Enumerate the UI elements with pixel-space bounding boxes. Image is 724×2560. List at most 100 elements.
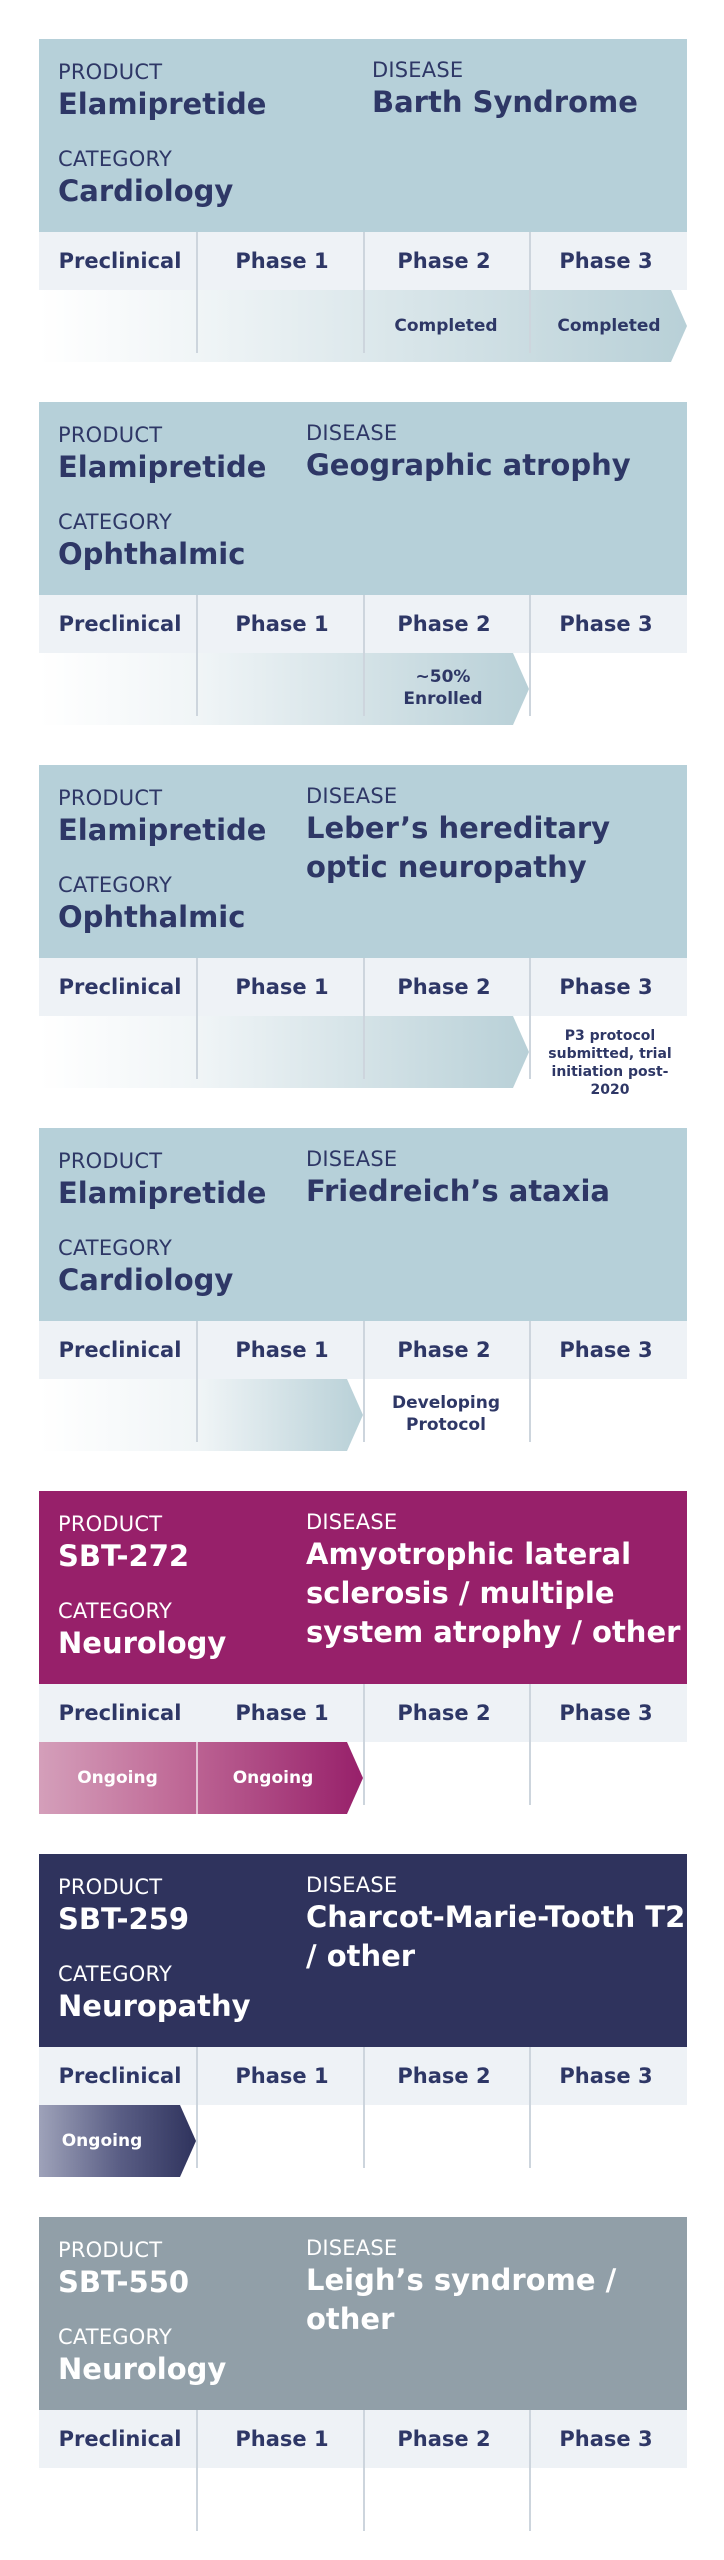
disease-label: DISEASE — [306, 1510, 398, 1534]
phase-label-phase-1: Phase 1 — [235, 2064, 329, 2088]
phase-divider — [529, 958, 531, 1079]
phase-divider — [363, 2410, 365, 2531]
status-phase-3-note: P3 protocol submitted, trial initiation … — [548, 1028, 672, 1098]
category-name: Neuropathy — [58, 1989, 251, 2023]
category-label: CATEGORY — [58, 1236, 172, 1260]
product-label: PRODUCT — [58, 60, 163, 84]
disease-name: Leber’s hereditary optic neuropathy — [306, 811, 611, 884]
category-name: Cardiology — [58, 1263, 234, 1297]
program-card-sbt-259: PRODUCT SBT-259 CATEGORY Neuropathy DISE… — [39, 1854, 687, 2168]
phase-divider — [529, 1684, 531, 1805]
program-header: PRODUCT SBT-550 CATEGORY Neurology DISEA… — [39, 2217, 687, 2410]
product-name: SBT-550 — [58, 2265, 190, 2299]
phase-divider — [529, 595, 531, 716]
phase-label-preclinical: Preclinical — [58, 612, 182, 636]
phase-label-phase-2: Phase 2 — [397, 2427, 491, 2451]
product-label: PRODUCT — [58, 786, 163, 810]
phase-label-preclinical: Preclinical — [58, 249, 182, 273]
program-card-friedreichs-ataxia: PRODUCT Elamipretide CATEGORY Cardiology… — [39, 1128, 687, 1442]
product-label: PRODUCT — [58, 1875, 163, 1899]
product-label: PRODUCT — [58, 423, 163, 447]
category-label: CATEGORY — [58, 147, 172, 171]
phase-label-preclinical: Preclinical — [58, 975, 182, 999]
phase-label-phase-1: Phase 1 — [235, 612, 329, 636]
category-label: CATEGORY — [58, 1599, 172, 1623]
disease-name: Amyotrophic lateral sclerosis / multiple… — [306, 1537, 681, 1649]
status-preclinical: Ongoing — [77, 1768, 158, 1788]
category-name: Neurology — [58, 2352, 227, 2386]
product-name: SBT-259 — [58, 1902, 190, 1936]
phase-divider — [529, 2410, 531, 2531]
phase-label-preclinical: Preclinical — [58, 1701, 182, 1725]
phase-label-phase-1: Phase 1 — [235, 2427, 329, 2451]
phase-label-phase-3: Phase 3 — [559, 2064, 653, 2088]
program-card-barth-syndrome: PRODUCT Elamipretide CATEGORY Cardiology… — [39, 39, 687, 353]
progress-bar — [39, 1016, 529, 1088]
program-header: PRODUCT SBT-259 CATEGORY Neuropathy DISE… — [39, 1854, 687, 2047]
category-label: CATEGORY — [58, 2325, 172, 2349]
progress-bar — [39, 653, 529, 725]
phase-label-phase-1: Phase 1 — [235, 1701, 329, 1725]
phase-divider — [529, 1321, 531, 1442]
status-phase-3: Completed — [557, 316, 661, 336]
category-name: Cardiology — [58, 174, 234, 208]
category-label: CATEGORY — [58, 510, 172, 534]
disease-label: DISEASE — [306, 1873, 398, 1897]
category-label: CATEGORY — [58, 873, 172, 897]
disease-label: DISEASE — [306, 421, 398, 445]
program-header: PRODUCT Elamipretide CATEGORY Cardiology… — [39, 1128, 687, 1321]
phase-divider — [363, 595, 365, 716]
phase-label-phase-2: Phase 2 — [397, 612, 491, 636]
program-card-sbt-550: PRODUCT SBT-550 CATEGORY Neurology DISEA… — [39, 2217, 687, 2531]
phase-divider — [196, 232, 198, 353]
product-label: PRODUCT — [58, 1512, 163, 1536]
phase-label-phase-3: Phase 3 — [559, 1701, 653, 1725]
segment-separator — [196, 1742, 198, 1814]
program-card-sbt-272: PRODUCT SBT-272 CATEGORY Neurology DISEA… — [39, 1491, 687, 1814]
disease-name: Barth Syndrome — [372, 85, 638, 119]
phase-divider — [196, 2047, 198, 2168]
disease-label: DISEASE — [306, 1147, 398, 1171]
program-header: PRODUCT Elamipretide CATEGORY Ophthalmic… — [39, 765, 687, 958]
phase-label-preclinical: Preclinical — [58, 2064, 182, 2088]
phase-label-phase-2: Phase 2 — [397, 1701, 491, 1725]
disease-name: Leigh’s syndrome / other — [306, 2263, 617, 2336]
phase-divider — [363, 232, 365, 353]
product-name: Elamipretide — [58, 87, 267, 121]
disease-label: DISEASE — [306, 784, 398, 808]
status-preclinical: Ongoing — [61, 2131, 143, 2151]
progress-bar — [39, 2105, 196, 2177]
phase-label-phase-3: Phase 3 — [559, 612, 653, 636]
program-header: PRODUCT SBT-272 CATEGORY Neurology DISEA… — [39, 1491, 687, 1684]
disease-name: Geographic atrophy — [306, 448, 631, 482]
phase-divider — [363, 1684, 365, 1805]
status-phase-1: Ongoing — [232, 1768, 314, 1788]
status-phase-2: Completed — [394, 316, 498, 336]
phase-label-phase-2: Phase 2 — [397, 249, 491, 273]
phase-label-preclinical: Preclinical — [58, 2427, 182, 2451]
category-label: CATEGORY — [58, 1962, 172, 1986]
product-name: SBT-272 — [58, 1539, 190, 1573]
phase-label-phase-3: Phase 3 — [559, 975, 653, 999]
phase-label-phase-2: Phase 2 — [397, 2064, 491, 2088]
program-card-lhon: PRODUCT Elamipretide CATEGORY Ophthalmic… — [39, 765, 687, 1098]
phase-label-preclinical: Preclinical — [58, 1338, 182, 1362]
phase-divider — [363, 958, 365, 1079]
program-header: PRODUCT Elamipretide CATEGORY Ophthalmic… — [39, 402, 687, 595]
product-label: PRODUCT — [58, 1149, 163, 1173]
phase-label-phase-3: Phase 3 — [559, 1338, 653, 1362]
product-name: Elamipretide — [58, 813, 267, 847]
phase-divider — [196, 2410, 198, 2531]
phase-label-phase-3: Phase 3 — [559, 249, 653, 273]
product-name: Elamipretide — [58, 1176, 267, 1210]
phase-label-phase-1: Phase 1 — [235, 249, 329, 273]
phase-label-phase-3: Phase 3 — [559, 2427, 653, 2451]
disease-label: DISEASE — [372, 58, 464, 82]
progress-bar — [39, 1379, 363, 1451]
progress-bar — [39, 1742, 363, 1814]
product-name: Elamipretide — [58, 450, 267, 484]
phase-divider — [363, 1321, 365, 1442]
phase-divider — [196, 595, 198, 716]
phase-label-phase-1: Phase 1 — [235, 975, 329, 999]
phase-divider — [529, 232, 531, 353]
